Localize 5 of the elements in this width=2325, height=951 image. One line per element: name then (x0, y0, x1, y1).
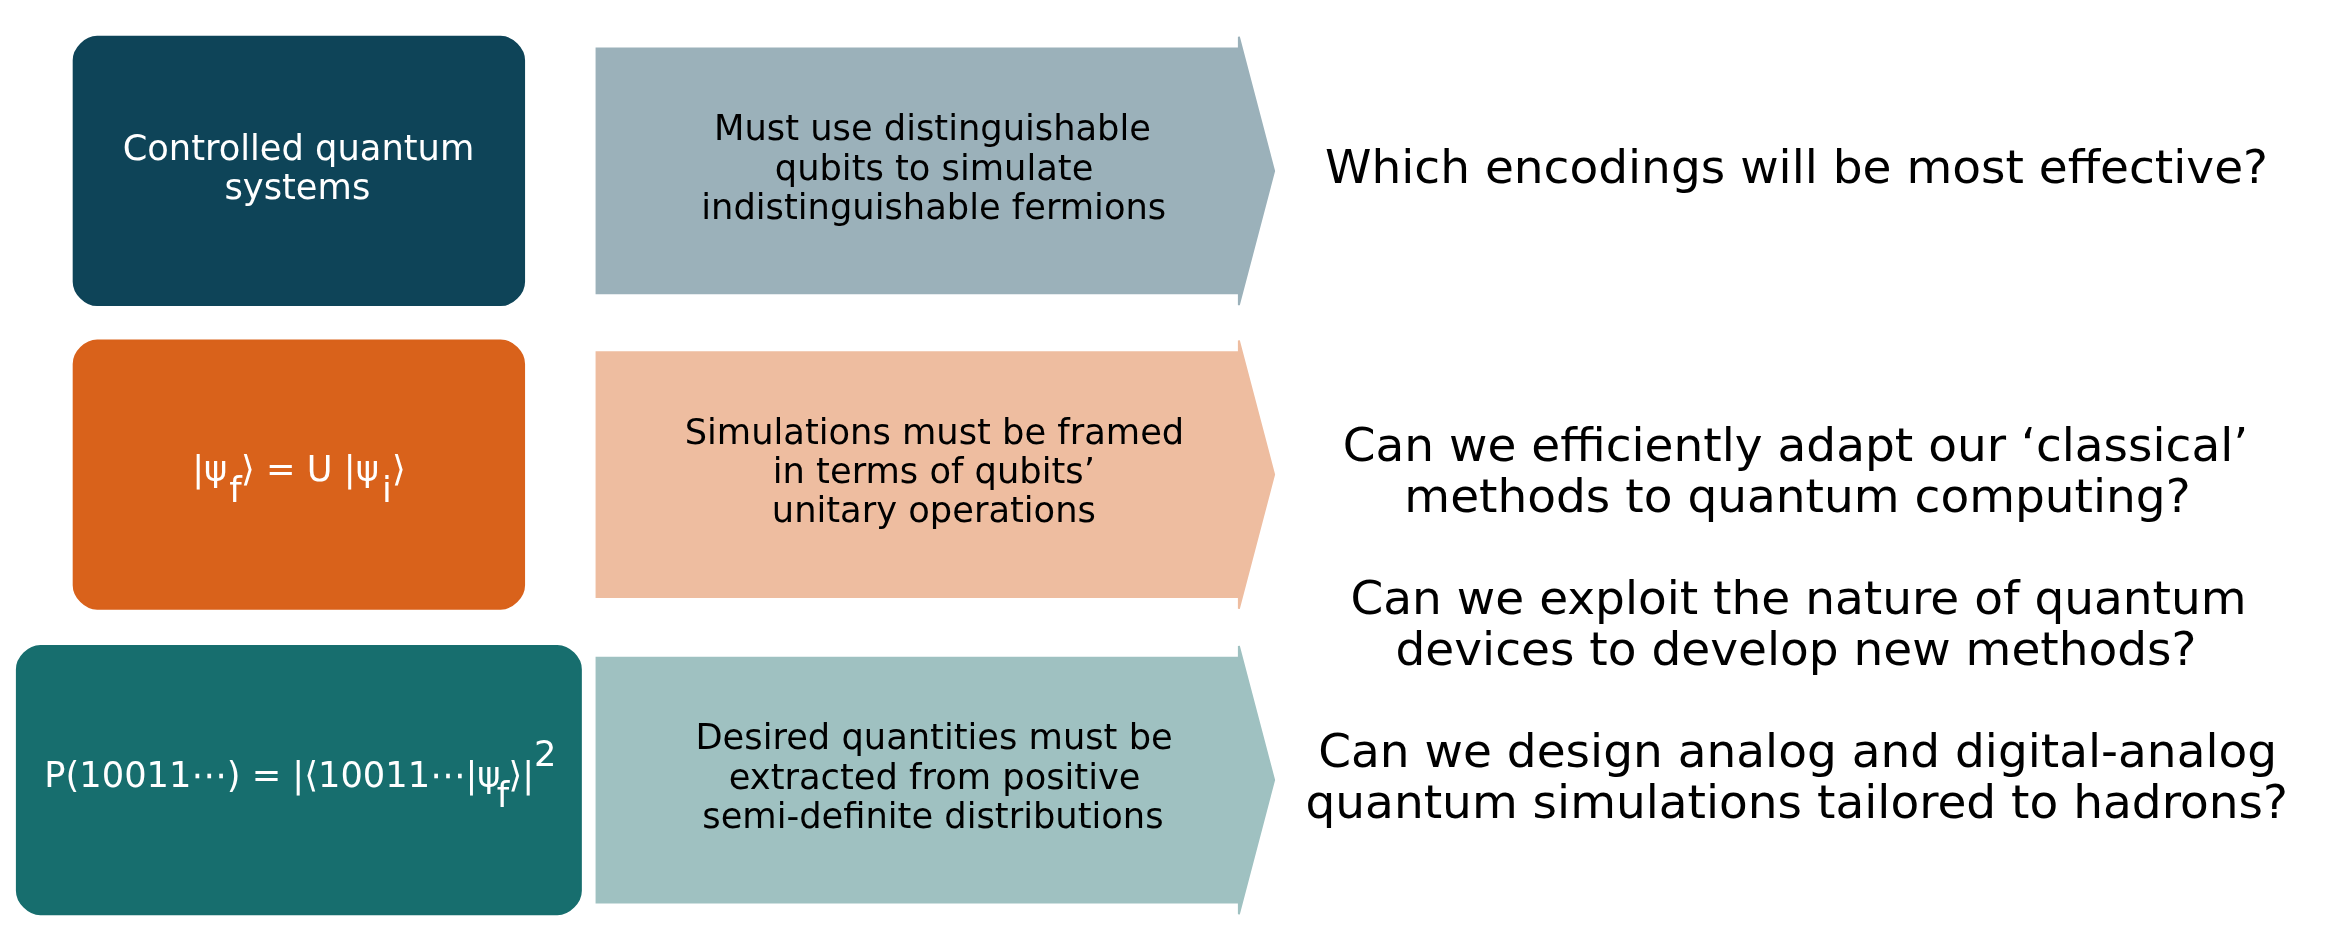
label: Can we efficiently adapt our ‘classical’ methods to quantum computing? (1342, 417, 2249, 524)
label: Which encodings will be most effective? (1325, 139, 2269, 195)
label: Can we exploit the nature of quantum devices to develop new methods? (1350, 569, 2247, 676)
label: Can we design analog and digital-analog quantum simulations tailored to hadrons? (1305, 722, 2288, 829)
node-box: Controlled quantum systems (72, 35, 526, 307)
